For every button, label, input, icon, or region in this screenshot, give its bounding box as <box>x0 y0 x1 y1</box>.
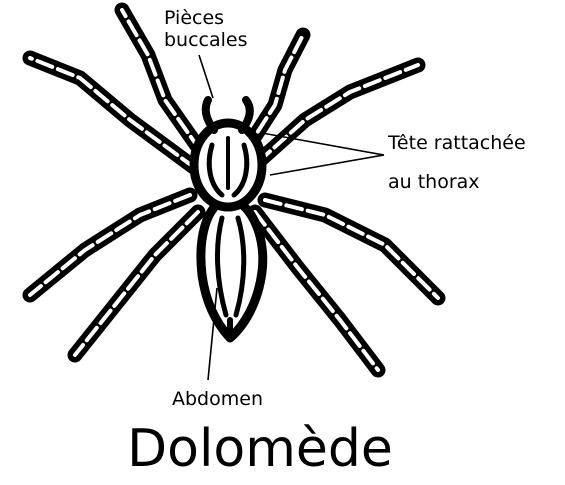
pointer-pieces-buccales <box>199 55 213 98</box>
spider-drawing <box>30 10 438 370</box>
label-pieces-buccales-line2: buccales <box>164 30 248 52</box>
spider-cephalothorax <box>194 123 262 207</box>
label-pieces-buccales-line1: Pièces <box>164 8 248 30</box>
label-au-thorax: au thorax <box>388 172 480 194</box>
label-pieces-buccales: Pièces buccales <box>164 8 248 52</box>
label-abdomen: Abdomen <box>172 389 263 411</box>
pointer-tete-lower <box>270 155 384 175</box>
spider-abdomen <box>201 198 263 338</box>
diagram-title: Dolomède <box>0 423 520 475</box>
label-tete-rattachee: Tête rattachée <box>388 133 526 155</box>
